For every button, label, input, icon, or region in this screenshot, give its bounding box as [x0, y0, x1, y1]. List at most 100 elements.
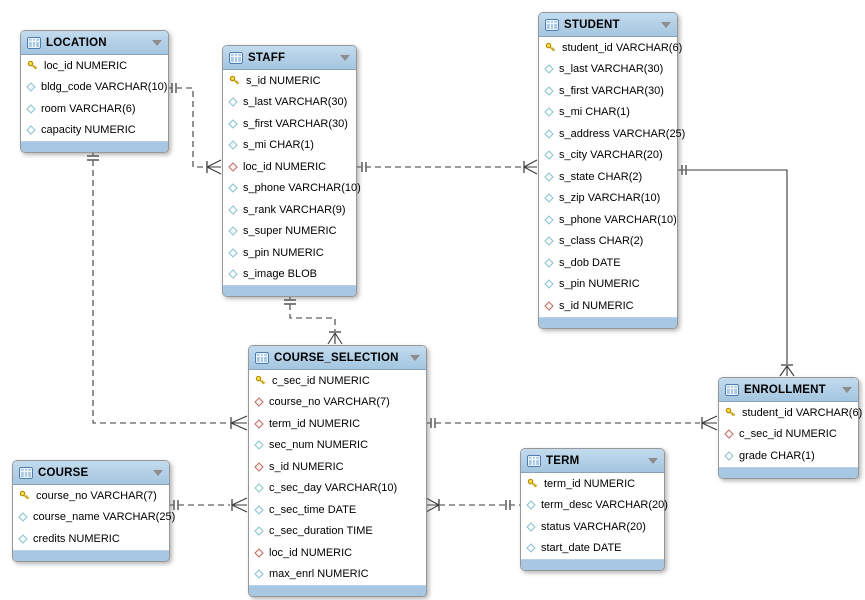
column-icon: [544, 257, 554, 268]
column-icon: [544, 214, 554, 225]
column-row: course_no VARCHAR(7): [13, 485, 169, 507]
column-label: loc_id NUMERIC: [269, 546, 353, 559]
collapse-arrow-icon[interactable]: [648, 457, 658, 464]
column-label: c_sec_id NUMERIC: [272, 374, 370, 387]
foreign-key-icon: [254, 461, 264, 472]
column-row: s_first VARCHAR(30): [539, 80, 677, 102]
column-row: s_class CHAR(2): [539, 231, 677, 253]
column-label: student_id VARCHAR(6): [562, 41, 683, 54]
table-enrollment[interactable]: ENROLLMENT student_id VARCHAR(6) c_sec_id …: [718, 377, 862, 479]
column-label: room VARCHAR(6): [41, 102, 136, 115]
table-header[interactable]: TERM: [521, 449, 664, 473]
column-icon: [544, 193, 554, 204]
column-icon: [254, 483, 264, 494]
column-row: s_id NUMERIC: [249, 456, 426, 478]
collapse-arrow-icon[interactable]: [842, 386, 852, 393]
column-row: student_id VARCHAR(6): [719, 402, 862, 424]
relationship-course-course-selection[interactable]: [168, 497, 248, 513]
column-row: status VARCHAR(20): [521, 516, 664, 538]
table-footer: [719, 466, 858, 478]
collapse-arrow-icon[interactable]: [152, 39, 162, 46]
column-label: c_sec_id NUMERIC: [739, 428, 837, 441]
column-icon: [544, 236, 554, 247]
primary-key-icon: [724, 406, 737, 419]
table-staff[interactable]: STAFF s_id NUMERIC s_last VARCHAR(30)s_fir…: [222, 45, 361, 297]
collapse-arrow-icon[interactable]: [153, 469, 163, 476]
foreign-key-icon: [254, 418, 264, 429]
table-columns: s_id NUMERIC s_last VARCHAR(30)s_first VA…: [223, 70, 361, 285]
column-row: course_name VARCHAR(25): [13, 507, 175, 529]
table-footer: [223, 285, 356, 296]
collapse-arrow-icon[interactable]: [340, 54, 350, 61]
column-label: s_id NUMERIC: [559, 299, 634, 312]
column-icon: [544, 128, 554, 139]
column-row: loc_id NUMERIC: [223, 156, 356, 178]
relationship-staff-course-selection[interactable]: [284, 294, 343, 345]
relationship-location-course-selection[interactable]: [87, 150, 248, 431]
column-icon: [254, 526, 264, 537]
foreign-key-icon: [254, 397, 264, 408]
column-row: s_pin NUMERIC: [539, 274, 677, 296]
column-label: term_id NUMERIC: [544, 477, 636, 490]
table-course_selection[interactable]: COURSE_SELECTION c_sec_id NUMERIC course_n…: [248, 345, 427, 597]
collapse-arrow-icon[interactable]: [410, 354, 420, 361]
relationship-location-staff[interactable]: [166, 83, 222, 175]
column-icon: [26, 82, 36, 93]
column-icon: [228, 183, 238, 194]
primary-key-icon: [254, 374, 267, 387]
column-label: s_rank VARCHAR(9): [243, 203, 346, 216]
table-header[interactable]: STUDENT: [539, 13, 677, 37]
column-row: s_zip VARCHAR(10): [539, 188, 677, 210]
table-footer: [249, 585, 426, 596]
column-label: s_zip VARCHAR(10): [559, 192, 661, 205]
column-row: loc_id NUMERIC: [249, 542, 426, 564]
column-label: c_sec_duration TIME: [269, 525, 373, 538]
column-row: bldg_code VARCHAR(10): [21, 77, 168, 99]
column-label: s_id NUMERIC: [246, 74, 321, 87]
relationship-student-enrollment[interactable]: [676, 165, 795, 377]
table-course[interactable]: COURSE course_no VARCHAR(7) course_name VA…: [12, 460, 175, 562]
table-footer: [21, 141, 168, 152]
relationship-course-selection-enrollment[interactable]: [425, 415, 718, 431]
table-title: ENROLLMENT: [744, 383, 826, 396]
relationship-term-course-selection[interactable]: [425, 497, 520, 513]
primary-key-icon: [228, 74, 241, 87]
column-label: s_dob DATE: [559, 256, 621, 269]
column-label: max_enrl NUMERIC: [269, 568, 369, 581]
column-label: course_no VARCHAR(7): [36, 489, 157, 502]
column-row: c_sec_id NUMERIC: [249, 370, 426, 392]
table-header[interactable]: COURSE: [13, 461, 169, 485]
primary-key-icon: [544, 41, 557, 54]
column-label: course_no VARCHAR(7): [269, 396, 390, 409]
column-icon: [26, 103, 36, 114]
column-row: s_phone VARCHAR(10): [223, 178, 361, 200]
table-header[interactable]: LOCATION: [21, 31, 168, 55]
foreign-key-icon: [228, 161, 238, 172]
column-row: c_sec_day VARCHAR(10): [249, 478, 426, 500]
table-footer: [539, 316, 677, 328]
column-row: s_mi CHAR(1): [223, 135, 356, 157]
column-label: s_city VARCHAR(20): [559, 149, 663, 162]
column-row: s_super NUMERIC: [223, 221, 356, 243]
relationship-staff-student[interactable]: [355, 159, 538, 175]
column-icon: [18, 533, 28, 544]
table-columns: student_id VARCHAR(6)s_last VARCHAR(30)s…: [539, 37, 685, 317]
column-row: course_no VARCHAR(7): [249, 392, 426, 414]
table-header[interactable]: COURSE_SELECTION: [249, 346, 426, 370]
column-row: loc_id NUMERIC: [21, 55, 168, 77]
column-row: s_last VARCHAR(30): [223, 92, 356, 114]
table-icon: [725, 383, 739, 396]
table-header[interactable]: ENROLLMENT: [719, 378, 858, 402]
primary-key-icon: [526, 477, 539, 490]
column-row: s_first VARCHAR(30): [223, 113, 356, 135]
table-header[interactable]: STAFF: [223, 46, 356, 70]
collapse-arrow-icon[interactable]: [661, 21, 671, 28]
column-label: credits NUMERIC: [33, 532, 120, 545]
column-row: capacity NUMERIC: [21, 120, 168, 142]
